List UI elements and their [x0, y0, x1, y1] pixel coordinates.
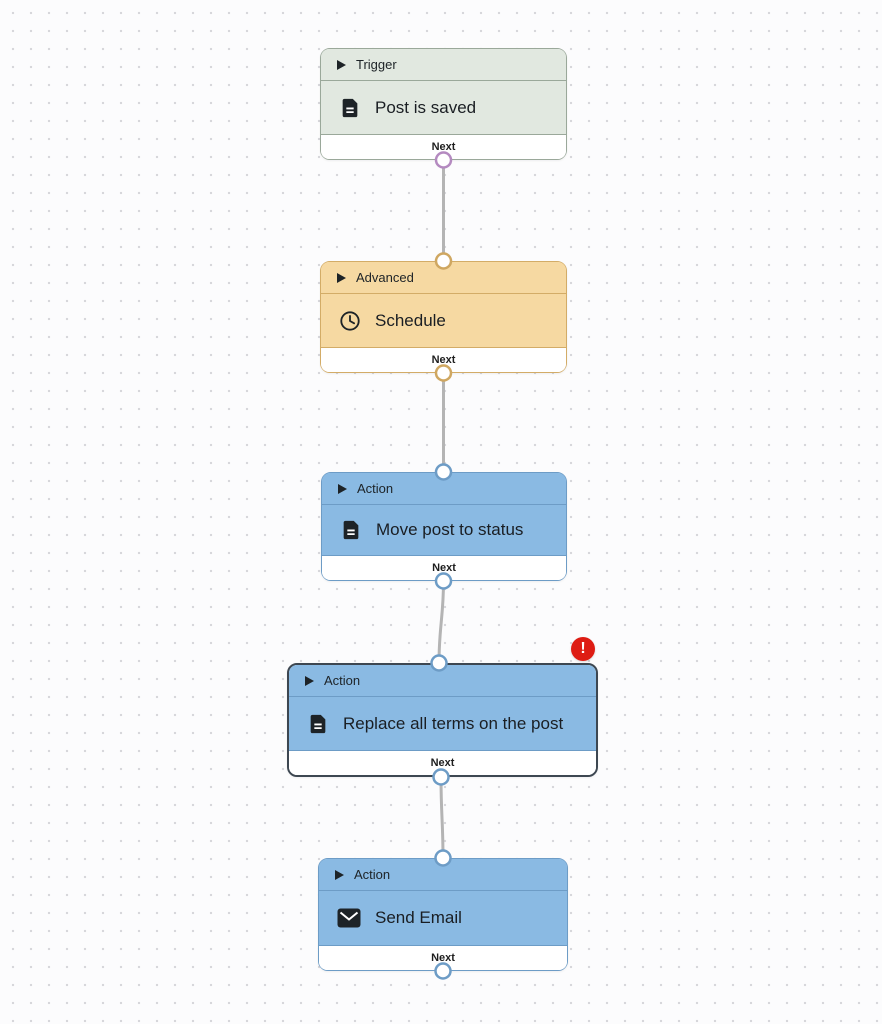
error-badge[interactable]: ! — [571, 637, 595, 661]
collapse-triangle-icon[interactable] — [338, 483, 347, 494]
output-handle-action1[interactable] — [434, 572, 453, 590]
error-badge-symbol: ! — [580, 640, 586, 657]
collapse-triangle-icon[interactable] — [337, 59, 346, 70]
node-title: Move post to status — [376, 520, 524, 539]
document-icon — [307, 713, 329, 735]
edge-action1-to-action2 — [437, 579, 445, 665]
node-header[interactable]: Action — [322, 473, 566, 505]
node-action-replace-all-terms[interactable]: Action Replace all terms on the post Nex… — [287, 663, 598, 777]
node-title: Schedule — [375, 310, 446, 330]
input-handle-action3[interactable] — [434, 849, 452, 867]
output-handle-action3[interactable] — [434, 962, 452, 980]
node-body[interactable]: Replace all terms on the post — [289, 697, 596, 750]
node-body[interactable]: Post is saved — [321, 81, 566, 134]
node-header[interactable]: Trigger — [321, 49, 566, 81]
node-category-label: Trigger — [356, 57, 397, 72]
output-handle-trigger[interactable] — [434, 151, 453, 169]
edge-action2-to-action3 — [439, 775, 445, 860]
input-handle-action1[interactable] — [434, 463, 453, 481]
next-label: Next — [431, 141, 456, 153]
node-action-move-post-to-status[interactable]: Action Move post to status Next — [321, 472, 567, 581]
output-handle-advanced[interactable] — [434, 364, 453, 382]
input-handle-action2[interactable] — [430, 654, 448, 672]
collapse-triangle-icon[interactable] — [305, 675, 314, 686]
node-title: Send Email — [375, 908, 462, 927]
node-category-label: Action — [324, 673, 361, 688]
collapse-triangle-icon[interactable] — [335, 869, 344, 880]
node-action-send-email[interactable]: Action Send Email Next — [318, 858, 568, 971]
next-label: Next — [430, 757, 455, 769]
node-category-label: Action — [357, 481, 394, 496]
node-advanced-schedule[interactable]: Advanced Schedule Next — [320, 261, 567, 373]
next-label: Next — [431, 354, 456, 366]
clock-icon — [339, 310, 361, 332]
node-category-label: Action — [354, 867, 391, 882]
node-category-label: Advanced — [356, 270, 414, 285]
output-handle-action2[interactable] — [432, 768, 450, 786]
node-title: Replace all terms on the post — [343, 713, 564, 733]
next-label: Next — [431, 952, 455, 964]
collapse-triangle-icon[interactable] — [337, 272, 346, 283]
document-icon — [339, 97, 361, 119]
node-title: Post is saved — [375, 97, 477, 117]
next-label: Next — [432, 562, 456, 574]
node-trigger-post-is-saved[interactable]: Trigger Post is saved Next — [320, 48, 567, 160]
node-body[interactable]: Move post to status — [322, 505, 566, 555]
node-body[interactable]: Send Email — [319, 891, 567, 945]
envelope-icon — [337, 908, 361, 928]
document-icon — [340, 519, 362, 541]
node-body[interactable]: Schedule — [321, 294, 566, 347]
input-handle-advanced[interactable] — [434, 252, 453, 270]
